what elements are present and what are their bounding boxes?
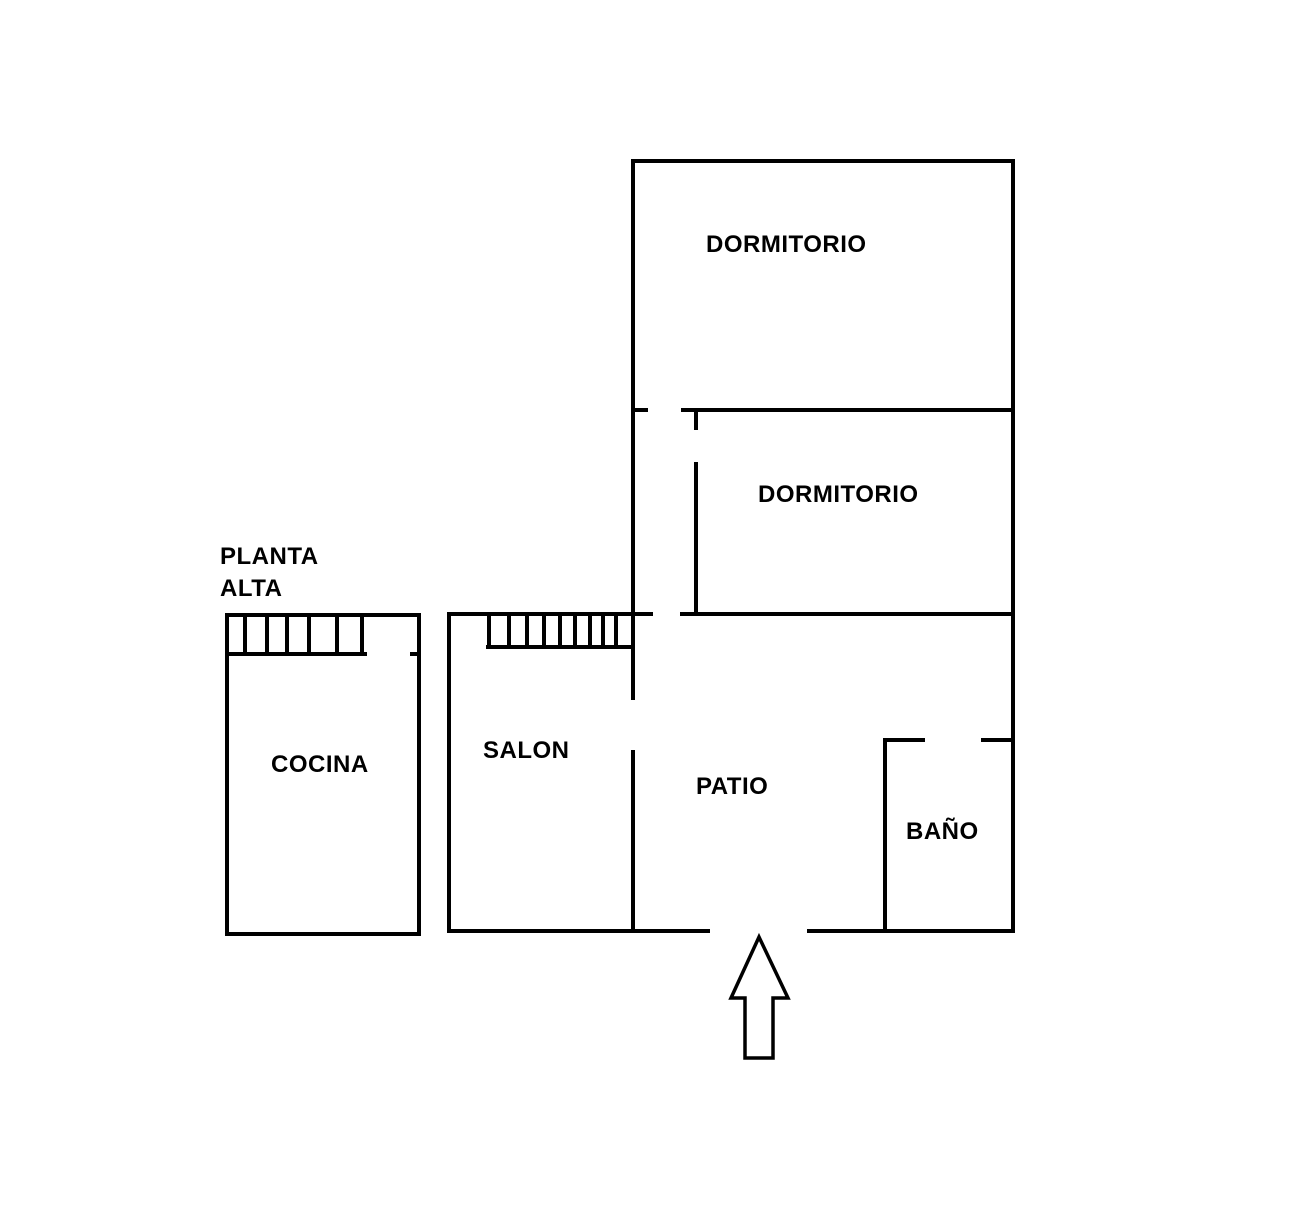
wall-cocina xyxy=(225,613,421,936)
room-label-patio: PATIO xyxy=(696,773,769,800)
wall-salon xyxy=(447,612,633,933)
room-label-dormitorio: DORMITORIO xyxy=(758,481,919,508)
label-alta: ALTA xyxy=(220,575,283,602)
arrow-up-icon xyxy=(728,932,791,1060)
room-label-salon: SALON xyxy=(483,737,570,764)
wall-main-block xyxy=(620,159,1015,933)
room-label-dormitorio: DORMITORIO xyxy=(706,231,867,258)
room-label-cocina: COCINA xyxy=(271,751,369,778)
room-label-bano: BAÑO xyxy=(906,818,979,845)
stairs-icon xyxy=(227,615,419,656)
label-planta: PLANTA xyxy=(220,543,319,570)
stairs-icon xyxy=(486,614,633,649)
wall-bano xyxy=(883,738,1013,931)
